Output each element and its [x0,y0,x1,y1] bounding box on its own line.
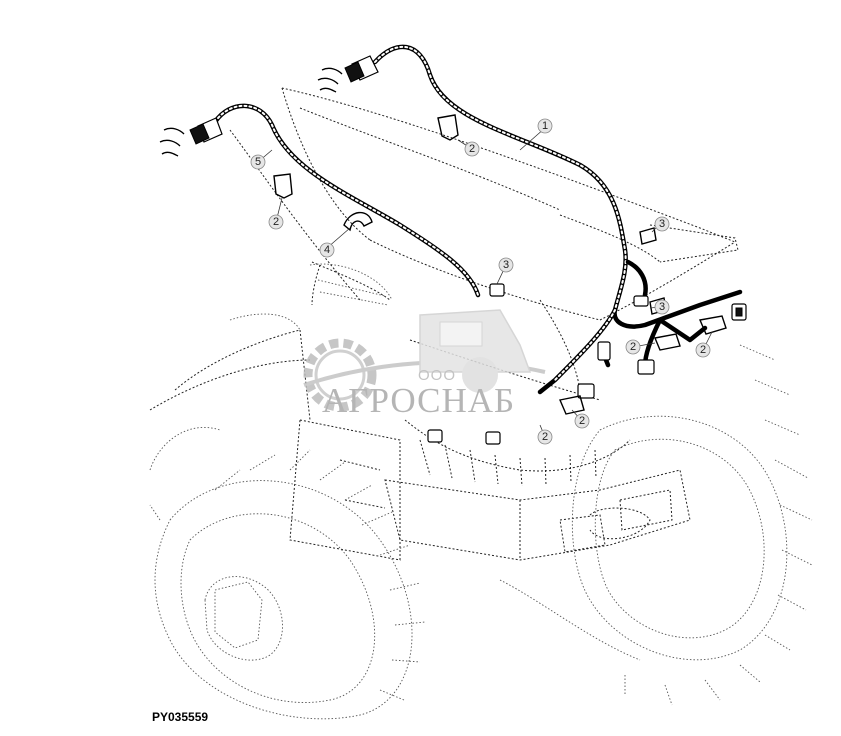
callout-label: 2 [700,344,706,356]
connector-icon [633,295,649,307]
callout-label: 4 [324,244,330,256]
connector-icon [577,383,595,399]
clip-icon [654,333,681,351]
callout-label: 2 [630,341,636,353]
connector-icon [159,117,223,157]
harness-1 [372,44,743,395]
callout-2: 2 [464,141,480,157]
clip-icon [559,395,585,415]
callout-label: 3 [659,301,665,313]
rear-tire-hint [229,263,393,331]
callout-3: 3 [654,216,670,232]
harness-5 [212,103,481,298]
callout-3: 3 [498,257,514,273]
callouts: 1 2 2 2 2 2 2 3 [250,118,713,445]
clip-icon [639,227,657,245]
clips [273,114,727,415]
callout-label: 5 [255,156,261,168]
callout-2: 2 [574,413,590,429]
watermark-prefix: ООО [418,367,456,384]
connector-icon [317,55,379,93]
figure-code: PY035559 [152,710,209,724]
connector-icon [427,429,443,443]
callout-2: 2 [268,214,284,230]
callout-1: 1 [537,118,553,134]
callout-2: 2 [695,342,711,358]
connectors [159,55,747,445]
connector-icon [489,283,505,297]
gear-tractor-icon [303,309,546,412]
callout-5: 5 [250,154,266,170]
front-left-tire [149,426,426,720]
clip-icon [699,315,727,335]
watermark-company: АГРОСНАБ [322,381,515,420]
callout-label: 2 [542,431,548,443]
callout-label: 3 [659,218,665,230]
callout-3: 3 [654,299,670,315]
callout-2: 2 [625,339,641,355]
callout-label: 3 [503,259,509,271]
connector-icon [485,431,501,445]
front-right-tire [499,344,813,706]
strap-icon [343,211,373,232]
clip-icon [437,114,459,141]
watermark: ООО АГРОСНАБ [303,309,546,420]
connector-icon [735,307,743,317]
callout-2: 2 [537,429,553,445]
callout-4: 4 [319,242,335,258]
clip-icon [273,173,293,199]
callout-label: 2 [469,143,475,155]
callout-label: 2 [273,216,279,228]
callout-label: 1 [542,120,548,132]
callout-label: 2 [579,415,585,427]
tractor-outline [149,87,739,561]
connector-icon [637,359,655,375]
connector-icon [597,341,611,361]
